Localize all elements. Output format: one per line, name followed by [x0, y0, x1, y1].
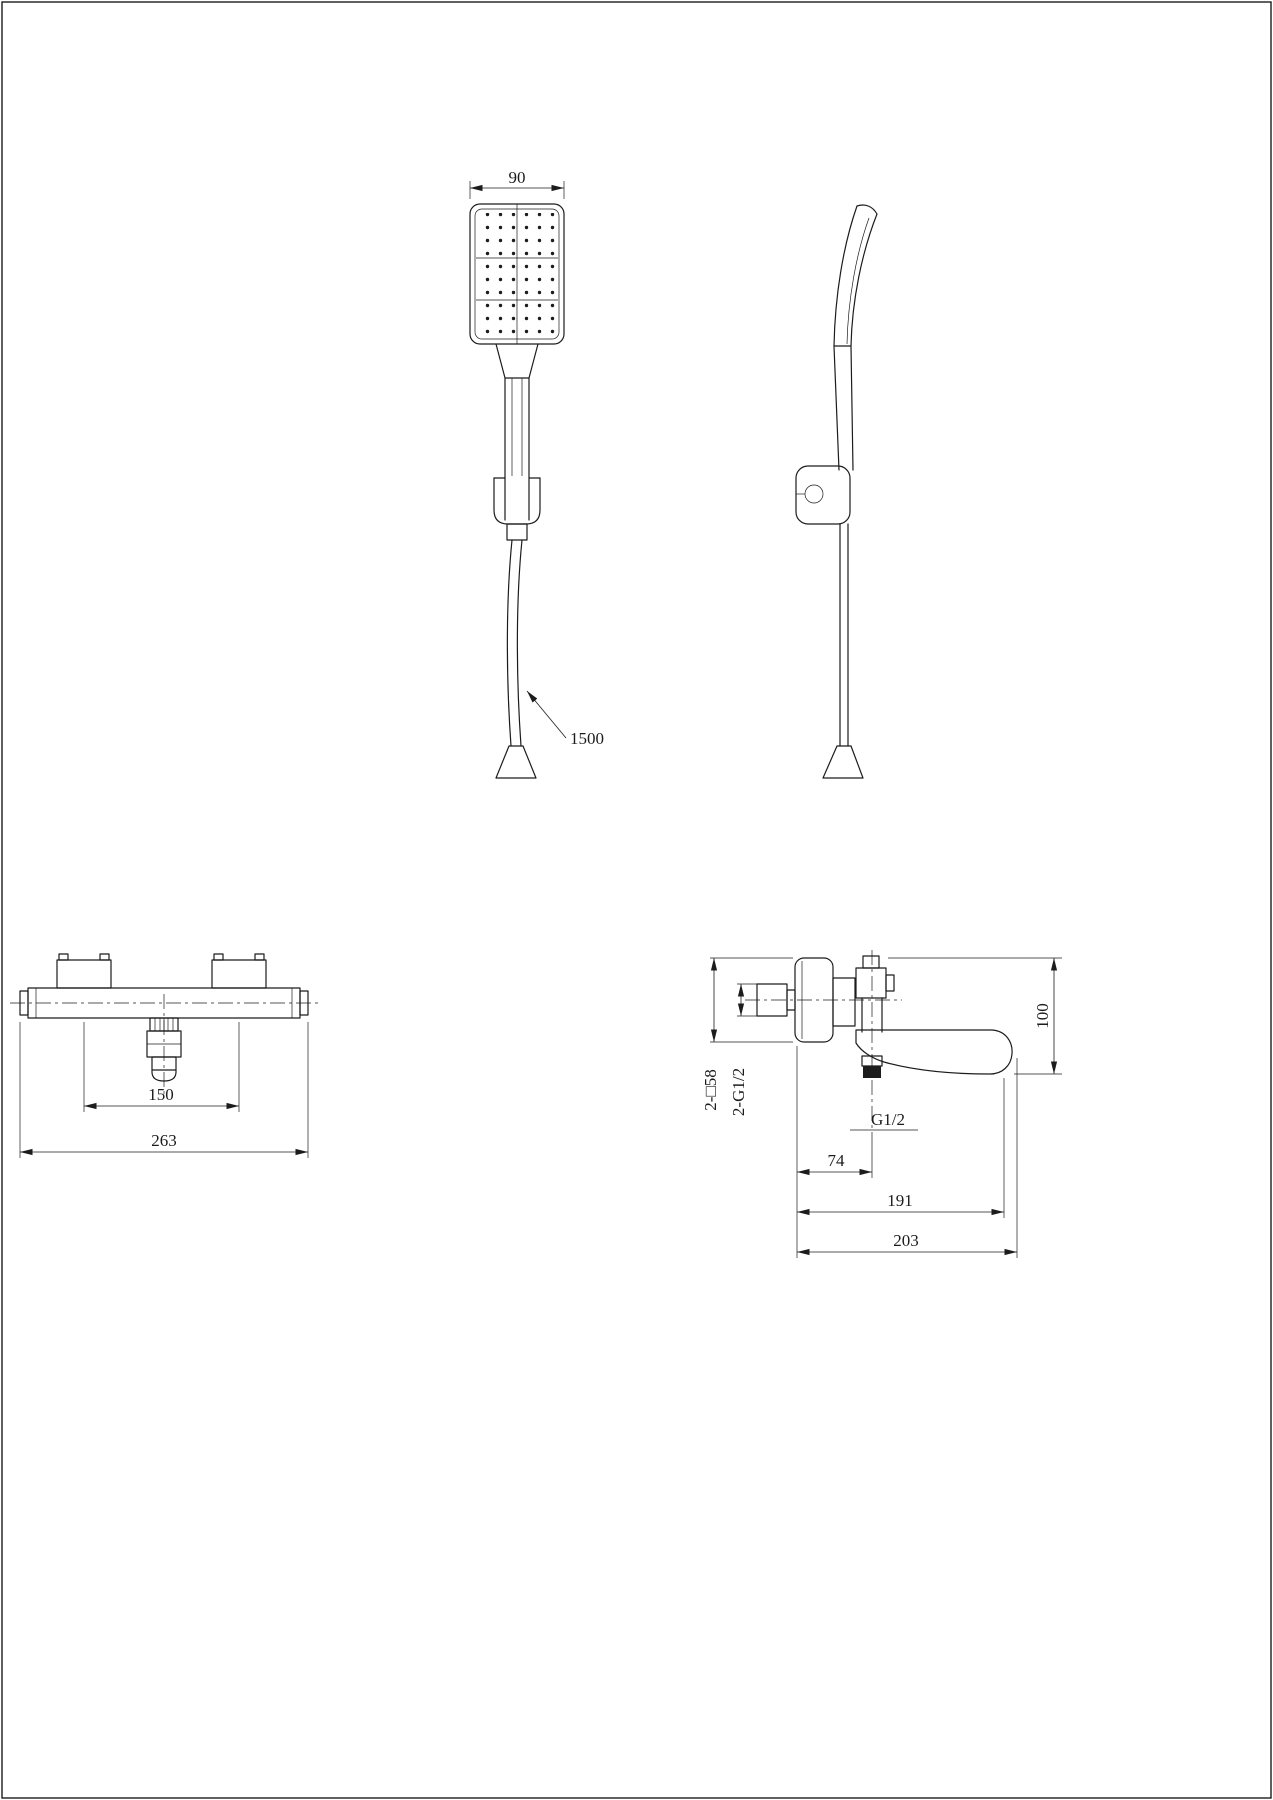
- wall-bracket-side: [795, 465, 851, 525]
- diverter-outlet: [146, 1017, 182, 1082]
- dim-spout-reach: 191: [887, 1191, 913, 1210]
- hose-end-cone-side: [822, 745, 864, 779]
- hose-end-cone: [495, 745, 537, 779]
- knob-neck: [786, 989, 796, 1011]
- dim-head-width: 90: [509, 168, 526, 187]
- spout-outlet: [861, 1055, 883, 1078]
- dim-overall-depth: 203: [893, 1231, 919, 1250]
- shower-hose-side: [839, 523, 849, 747]
- dim-mount-square: 2-□58: [701, 1069, 720, 1110]
- shower-hose: [506, 539, 523, 747]
- mixer-front-view: 150 263: [10, 953, 318, 1158]
- dim-inlet-spacing: 150: [148, 1085, 174, 1104]
- diverter-cross: [855, 955, 895, 1033]
- right-mount-block: [211, 953, 267, 989]
- dim-inlet-thread: 2-G1/2: [729, 1068, 748, 1116]
- spray-nozzles: [479, 213, 556, 334]
- left-mount-block: [56, 953, 112, 989]
- shower-neck: [495, 343, 539, 379]
- shower-handle-side: [833, 345, 854, 471]
- dim-outlet-offset: 74: [828, 1151, 846, 1170]
- mixer-side-view: 100 2-□58 2-G1/2 G1/2 74 191 203: [701, 950, 1062, 1258]
- shower-handle: [504, 377, 530, 521]
- spout: [855, 1029, 1013, 1075]
- dim-overall-width: 263: [151, 1131, 177, 1150]
- hose-leader-line: [526, 690, 567, 739]
- handshower-front-view: 90 1500: [469, 168, 604, 779]
- mixer-body-right-cap: [299, 990, 309, 1016]
- mixer-body-left-cap: [19, 990, 29, 1016]
- hose-nut: [506, 523, 528, 541]
- dim-outlet-thread: G1/2: [871, 1110, 905, 1129]
- dim-hose-length: 1500: [570, 729, 604, 748]
- dim-height: 100: [1033, 1003, 1052, 1029]
- valve-body: [832, 977, 856, 1027]
- shower-head-side: [833, 204, 878, 347]
- shower-bracket: [493, 477, 541, 525]
- handshower-side-view: [795, 204, 878, 779]
